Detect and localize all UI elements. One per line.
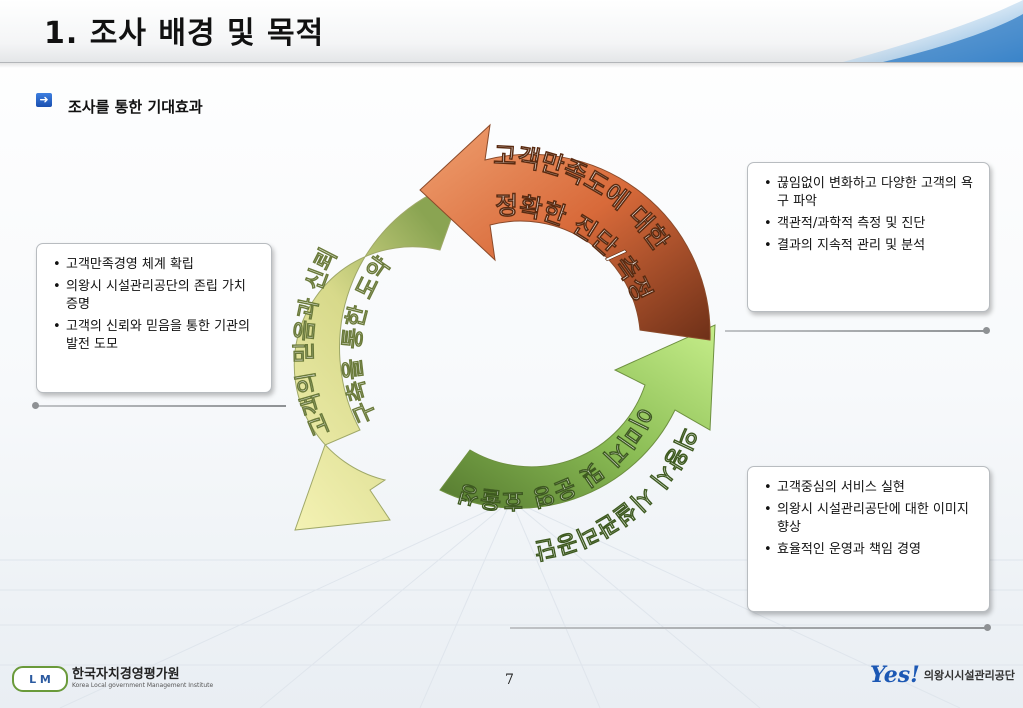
page-number: 7 <box>505 672 514 688</box>
org-name-right: 의왕시시설관리공단 <box>923 669 1015 682</box>
list-item: 의왕시 시설관리공단의 존립 가치 증명 <box>53 278 261 314</box>
benefits-box-left: 고객만족경영 체계 확립 의왕시 시설관리공단의 존립 가치 증명 고객의 신뢰… <box>36 243 272 393</box>
benefits-box-bottom-right: 고객중심의 서비스 실현 의왕시 시설관리공단에 대한 이미지 향상 효율적인 … <box>747 466 990 612</box>
list-item: 객관적/과학적 측정 및 진단 <box>764 215 979 233</box>
cycle-arrow-green <box>439 324 716 509</box>
page-title: 1. 조사 배경 및 목적 <box>44 16 325 51</box>
list-item: 끊임없이 변화하고 다양한 고객의 욕구 파악 <box>764 175 979 211</box>
header-shadow <box>0 62 1023 68</box>
arrow-right-icon: ➜ <box>36 93 52 107</box>
list-item: 고객중심의 서비스 실현 <box>764 479 979 497</box>
yes-logo-icon: Yes! <box>870 662 920 688</box>
benefits-box-top-right: 끊임없이 변화하고 다양한 고객의 욕구 파악 객관적/과학적 측정 및 진단 … <box>747 162 990 312</box>
cycle-arrow-orange <box>419 123 711 341</box>
org-name-left-english: Korea Local government Management Instit… <box>72 682 214 689</box>
connector-dot-bottom-right <box>984 624 991 631</box>
connector-dot-left <box>32 402 39 409</box>
list-item: 효율적인 운영과 책임 경영 <box>764 541 979 559</box>
list-item: 고객만족경영 체계 확립 <box>53 256 261 274</box>
lm-logo-icon: L M <box>12 666 68 692</box>
subtitle: 조사를 통한 기대효과 <box>68 98 203 116</box>
header-bar: 1. 조사 배경 및 목적 <box>0 0 1023 63</box>
list-item: 결과의 지속적 관리 및 분석 <box>764 237 979 255</box>
org-logo-left: L M 한국자치경영평가원 Korea Local government Man… <box>12 666 213 692</box>
connector-line-top-right <box>725 330 987 332</box>
org-logo-left-text: 한국자치경영평가원 Korea Local government Managem… <box>72 668 213 690</box>
list-item: 고객의 신뢰와 믿음을 통한 기관의 발전 도모 <box>53 318 261 354</box>
benefits-list-bottom-right: 고객중심의 서비스 실현 의왕시 시설관리공단에 대한 이미지 향상 효율적인 … <box>764 479 979 559</box>
header-swoosh <box>843 0 1023 62</box>
cycle-arrow-yellow <box>293 179 466 531</box>
cycle-diagram: 고객만족도에 대한 정확한 진단/측정 의왕시 시설관리공단 이미지 및 운영 … <box>291 123 716 563</box>
benefits-list-top-right: 끊임없이 변화하고 다양한 고객의 욕구 파악 객관적/과학적 측정 및 진단 … <box>764 175 979 255</box>
list-item: 의왕시 시설관리공단에 대한 이미지 향상 <box>764 501 979 537</box>
benefits-list-left: 고객만족경영 체계 확립 의왕시 시설관리공단의 존립 가치 증명 고객의 신뢰… <box>53 256 261 354</box>
connector-line-bottom-right <box>510 627 988 629</box>
connector-line-left <box>36 405 286 407</box>
connector-dot-top-right <box>983 327 990 334</box>
org-logo-right: Yes! 의왕시시설관리공단 <box>870 662 1015 688</box>
org-name-left: 한국자치경영평가원 <box>72 667 180 682</box>
